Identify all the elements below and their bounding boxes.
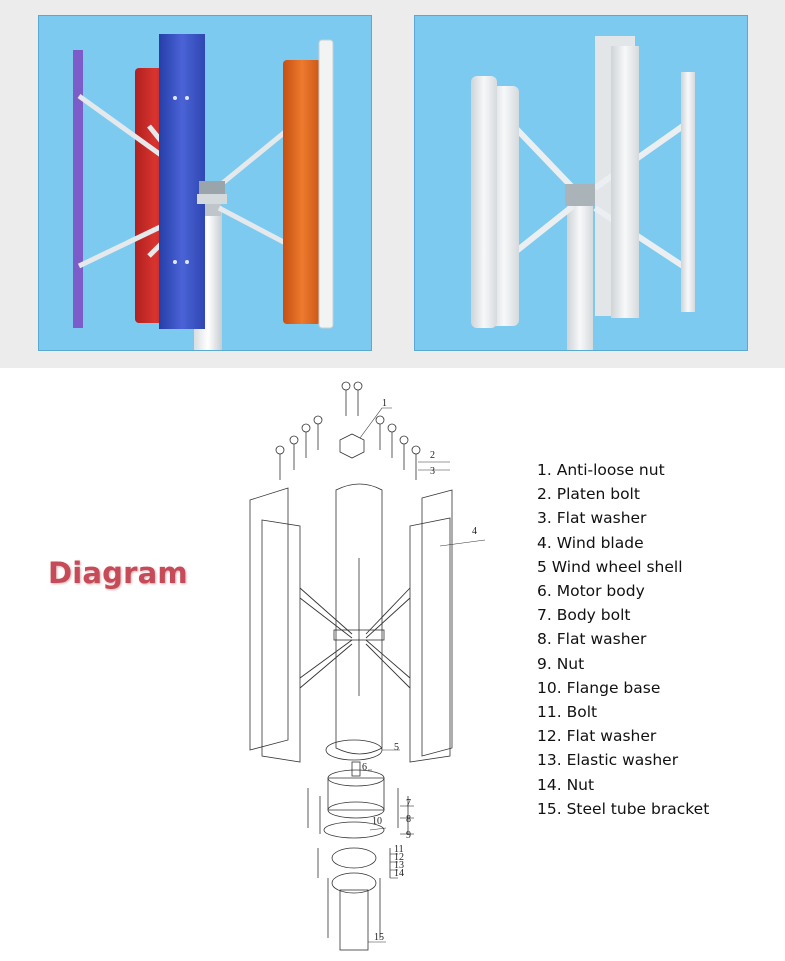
legend-item: 15. Steel tube bracket (537, 799, 710, 818)
wind-wheel-shell (325, 739, 383, 761)
callout-2: 2 (430, 450, 435, 461)
blue-blade (159, 34, 205, 329)
callout-5: 5 (394, 742, 399, 753)
anti-loose-nut (339, 433, 365, 459)
top-bolts (275, 381, 421, 480)
parts-legend: 1. Anti-loose nut 2. Platen bolt 3. Flat… (537, 458, 709, 821)
legend-item: 1. Anti-loose nut (537, 461, 665, 479)
callout-11: 11 (394, 844, 404, 855)
right-back-blade (421, 489, 453, 757)
callout-12: 12 (394, 852, 404, 863)
purple-blade (73, 50, 83, 328)
legend-item: 5 Wind wheel shell (537, 557, 683, 576)
motor-body (327, 761, 385, 819)
lower-bolts (307, 788, 409, 938)
callout-14: 14 (394, 868, 404, 879)
legend-item: 6. Motor body (537, 582, 645, 601)
callout-4: 4 (472, 526, 477, 537)
legend-item: 7. Body bolt (537, 606, 631, 625)
flange-base (323, 821, 385, 839)
legend-item: 11. Bolt (537, 703, 598, 722)
callout-9: 9 (406, 830, 411, 841)
legend-item: 14. Nut (537, 775, 595, 794)
callout-6: 6 (362, 762, 367, 773)
legend-item: 2. Platen bolt (537, 485, 640, 504)
callout-3: 3 (430, 466, 435, 477)
diagram-heading: Diagram (48, 556, 188, 590)
steel-tube-bracket (339, 889, 369, 951)
callout-8: 8 (406, 814, 411, 825)
legend-item: 12. Flat washer (537, 727, 657, 746)
white-blade (318, 39, 334, 329)
callout-10: 10 (372, 816, 382, 827)
exploded-view-drawing: 1 2 3 4 5 6 7 8 9 10 11 12 13 14 15 (249, 381, 486, 951)
legend-item: 8. Flat washer (537, 630, 647, 649)
white-turbine-photo (414, 15, 748, 351)
callout-15: 15 (374, 932, 384, 943)
callout-13: 13 (394, 860, 404, 871)
callout-1: 1 (382, 398, 387, 409)
legend-item: 3. Flat washer (537, 509, 647, 528)
right-blade-4 (409, 517, 451, 763)
left-back-blade (249, 487, 289, 751)
legend-item: 9. Nut (537, 654, 585, 673)
callout-7: 7 (406, 798, 411, 809)
legend-item: 13. Elastic washer (537, 751, 679, 770)
orange-blade (283, 60, 321, 324)
legend-item: 10. Flange base (537, 678, 661, 697)
left-front-blade (261, 519, 301, 763)
center-blade (335, 483, 383, 755)
colored-turbine-photo (38, 15, 372, 351)
legend-item: 4. Wind blade (537, 533, 644, 552)
